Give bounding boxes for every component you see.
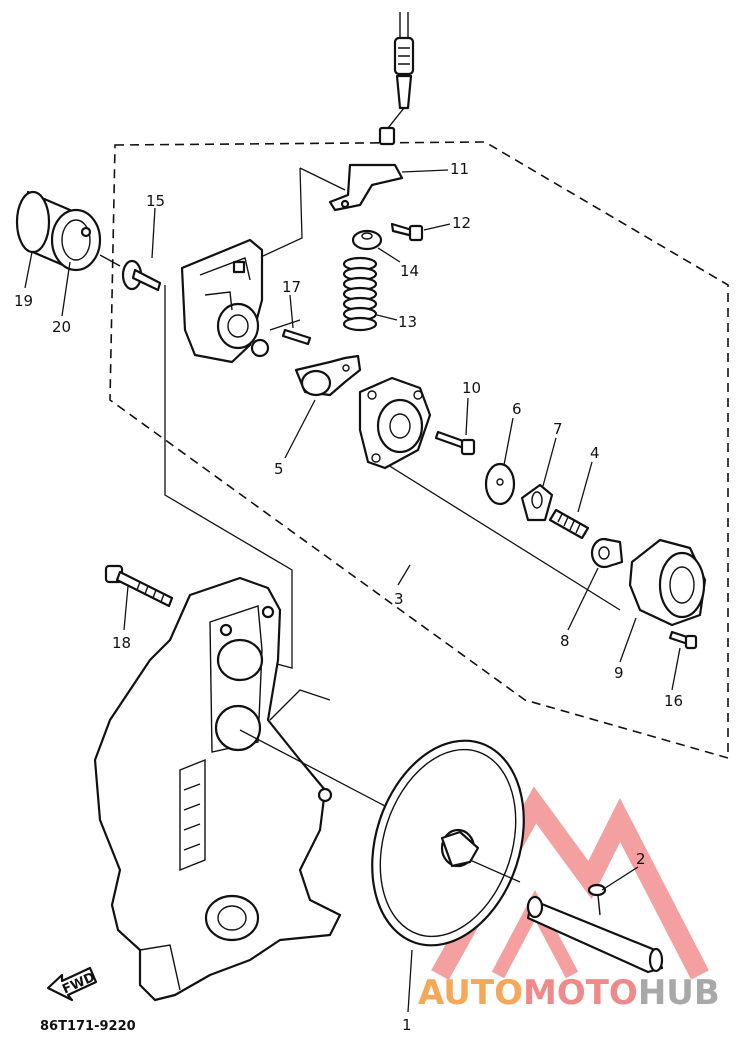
callout-3: 3 [394,590,404,608]
callout-1: 1 [402,1016,412,1034]
part-4-spring [548,508,590,540]
fwd-arrow: FWD [46,966,98,1002]
part-6-washer [484,462,516,506]
part-14-cap [351,229,383,251]
callout-5: 5 [274,460,284,478]
callout-11: 11 [450,160,469,178]
actuator-housing [180,238,270,364]
callout-14: 14 [400,262,419,280]
outline-line-left [164,285,293,669]
callout-6: 6 [512,400,522,418]
callout-9: 9 [614,664,624,682]
callout-2: 2 [636,850,646,868]
leader-lines [24,169,681,1013]
outline-line-top [299,167,346,191]
callout-19: 19 [14,292,33,310]
part-2-shaft [526,883,664,974]
alignment-line-1 [239,729,386,807]
watermark-part2: MOTO [523,973,638,1013]
outline-line-upper [249,167,303,263]
part-17-pin [281,328,312,346]
part-cover-plate [358,376,432,470]
watermark-part1: AUTO [418,973,523,1013]
callout-7: 7 [553,420,563,438]
part-8-bushing [590,537,624,569]
part-12-bolt [390,222,424,242]
alignment-line-3 [269,319,301,331]
callout-18: 18 [112,634,131,652]
part-13-spring [342,256,378,332]
part-11-lever [328,163,404,212]
callout-13: 13 [398,313,417,331]
callout-15: 15 [146,192,165,210]
part-18-bolt [104,564,174,608]
part-9-cover [628,538,707,627]
callout-17: 17 [282,278,301,296]
throttle-cable [378,12,415,146]
callout-20: 20 [52,318,71,336]
part-19-20-cylinder [15,190,121,272]
part-1-pulley [371,739,525,947]
callout-4: 4 [590,444,600,462]
part-7-plate [520,483,554,522]
watermark-part3: HUB [638,973,720,1013]
callout-8: 8 [560,632,570,650]
diagram-code: 86T171-9220 [40,1019,136,1034]
alignment-line-2 [469,859,521,883]
callout-12: 12 [452,214,471,232]
outline-line-diag [371,454,621,611]
crankcase-body [93,576,342,1002]
callout-10: 10 [462,379,481,397]
watermark-text: AUTOMOTOHUB [418,973,720,1013]
part-15-shaft [121,259,162,292]
assembly-boundary [109,141,729,760]
part-5-governor [294,354,362,397]
part-16-screw [668,630,698,650]
part-10-bolt [434,430,476,456]
callout-16: 16 [664,692,683,710]
